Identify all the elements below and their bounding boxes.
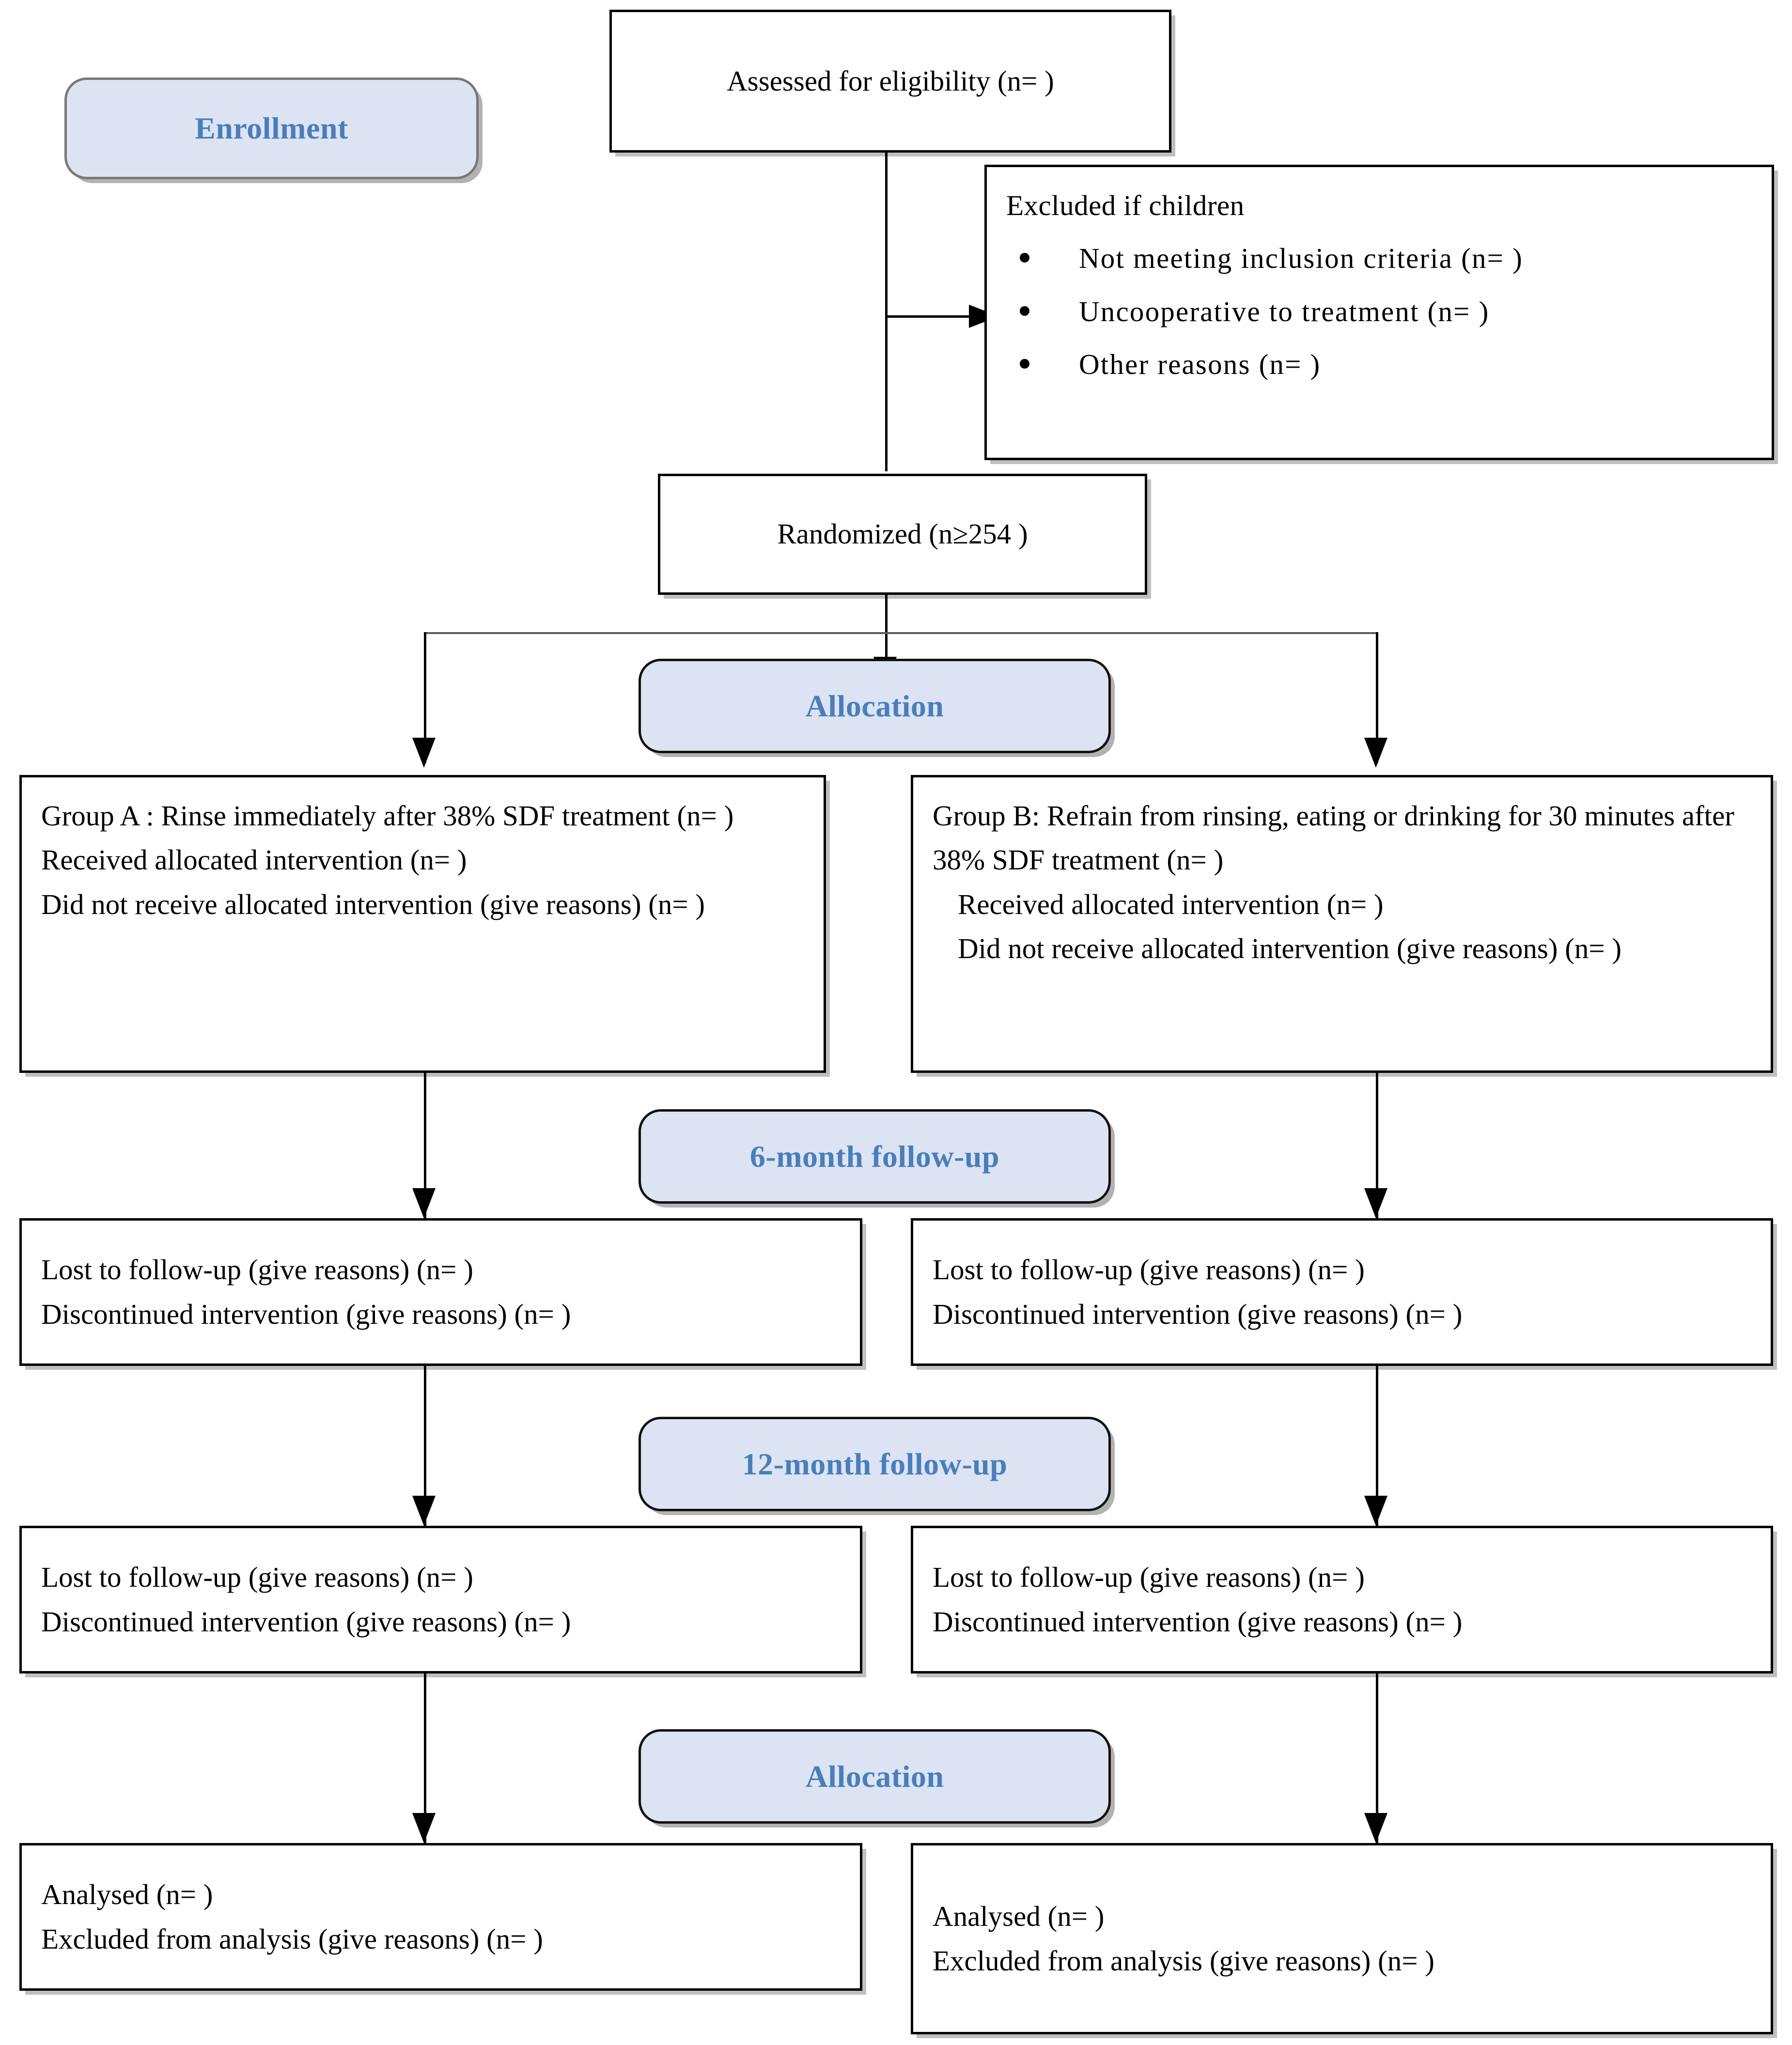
list-item: Other reasons (n= ) <box>1006 342 1752 387</box>
arrowhead-down-followup12-right <box>1364 1496 1387 1526</box>
excluded-reason-text: Uncooperative to treatment (n= ) <box>1079 295 1490 327</box>
node-followup6-left-line2: Discontinued intervention (give reasons)… <box>41 1298 571 1330</box>
node-followup12-right-line2: Discontinued intervention (give reasons)… <box>933 1605 1463 1638</box>
bullet-icon <box>1020 306 1029 316</box>
stage-badge-allocation: Allocation <box>639 659 1111 753</box>
stage-badge-analysis-label: Allocation <box>805 1759 944 1794</box>
stage-badge-6-month-follow-up-label: 6-month follow-up <box>749 1139 1000 1174</box>
node-analysed-left-line1: Analysed (n= ) <box>41 1878 213 1911</box>
excluded-reason-text: Not meeting inclusion criteria (n= ) <box>1079 242 1523 275</box>
node-followup6-right-line1: Lost to follow-up (give reasons) (n= ) <box>933 1254 1365 1286</box>
node-group-a-line2: Received allocated intervention (n= ) <box>41 844 467 876</box>
node-group-b-line1: Group B: Refrain from rinsing, eating or… <box>933 800 1742 876</box>
stage-badge-12-month-follow-up-label: 12-month follow-up <box>742 1446 1008 1481</box>
node-group-b-line3: Did not receive allocated intervention (… <box>958 932 1622 965</box>
node-excluded-heading: Excluded if children <box>1006 189 1245 221</box>
node-analysed-right-line1: Analysed (n= ) <box>933 1900 1105 1933</box>
node-followup12-right-line1: Lost to follow-up (give reasons) (n= ) <box>933 1561 1365 1594</box>
stage-badge-allocation-label: Allocation <box>805 688 944 723</box>
connector-followup12-to-analysed-left <box>424 1673 426 1843</box>
stage-badge-12-month-follow-up: 12-month follow-up <box>639 1417 1111 1511</box>
node-analysed-left: Analysed (n= ) Excluded from analysis (g… <box>19 1843 862 1991</box>
arrowhead-down-to-group-b <box>1364 738 1387 768</box>
connector-randomized-to-split <box>885 595 888 682</box>
excluded-reason-list: Not meeting inclusion criteria (n= ) Unc… <box>1006 236 1752 387</box>
bullet-icon <box>1020 359 1029 369</box>
connector-split-bus <box>424 632 1378 634</box>
arrowhead-down-to-group-a <box>412 738 436 768</box>
node-followup6-left-line1: Lost to follow-up (give reasons) (n= ) <box>41 1254 473 1286</box>
arrowhead-down-followup12-left <box>412 1496 436 1526</box>
bullet-icon <box>1020 253 1029 263</box>
stage-badge-enrollment-label: Enrollment <box>195 111 348 145</box>
node-assessed-for-eligibility: Assessed for eligibility (n= ) <box>609 10 1171 153</box>
connector-group-a-to-followup6 <box>424 1073 426 1218</box>
arrowhead-down-group-a-followup6 <box>412 1188 436 1218</box>
stage-badge-enrollment: Enrollment <box>64 77 479 179</box>
stage-badge-analysis: Allocation <box>639 1729 1111 1824</box>
node-analysed-left-line2: Excluded from analysis (give reasons) (n… <box>41 1922 543 1955</box>
node-analysed-right: Analysed (n= ) Excluded from analysis (g… <box>911 1843 1773 2034</box>
node-excluded-if-children: Excluded if children Not meeting inclusi… <box>984 165 1774 460</box>
connector-followup6-to-followup12-right <box>1376 1366 1378 1526</box>
node-group-b: Group B: Refrain from rinsing, eating or… <box>911 775 1773 1073</box>
node-followup12-right: Lost to follow-up (give reasons) (n= ) D… <box>911 1526 1773 1673</box>
node-followup6-right-line2: Discontinued intervention (give reasons)… <box>933 1298 1463 1330</box>
connector-split-to-group-a <box>424 632 426 763</box>
node-followup12-left: Lost to follow-up (give reasons) (n= ) D… <box>19 1526 862 1673</box>
node-assessed-for-eligibility-text: Assessed for eligibility (n= ) <box>727 64 1054 97</box>
node-analysed-right-line2: Excluded from analysis (give reasons) (n… <box>933 1944 1434 1977</box>
node-group-a: Group A : Rinse immediately after 38% SD… <box>19 775 826 1073</box>
node-group-a-line3: Did not receive allocated intervention (… <box>41 888 705 920</box>
node-group-a-line1: Group A : Rinse immediately after 38% SD… <box>41 800 734 832</box>
list-item: Uncooperative to treatment (n= ) <box>1006 290 1752 334</box>
excluded-reason-text: Other reasons (n= ) <box>1079 348 1321 381</box>
stage-badge-6-month-follow-up: 6-month follow-up <box>639 1109 1111 1204</box>
arrowhead-down-analysed-left <box>412 1813 436 1843</box>
node-randomized-text: Randomized (n≥254 ) <box>777 518 1028 550</box>
node-followup12-left-line1: Lost to follow-up (give reasons) (n= ) <box>41 1561 473 1594</box>
connector-group-b-to-followup6 <box>1376 1073 1378 1218</box>
arrowhead-down-group-b-followup6 <box>1364 1188 1387 1218</box>
connector-assessed-to-randomized <box>885 153 888 471</box>
connector-split-to-group-b <box>1376 632 1378 763</box>
node-followup6-left: Lost to follow-up (give reasons) (n= ) D… <box>19 1218 862 1366</box>
node-followup12-left-line2: Discontinued intervention (give reasons)… <box>41 1605 571 1638</box>
arrowhead-down-analysed-right <box>1364 1813 1387 1843</box>
node-followup6-right: Lost to follow-up (give reasons) (n= ) D… <box>911 1218 1773 1366</box>
connector-followup12-to-analysed-right <box>1376 1673 1378 1843</box>
list-item: Not meeting inclusion criteria (n= ) <box>1006 236 1752 280</box>
node-randomized: Randomized (n≥254 ) <box>658 474 1147 595</box>
connector-assessed-to-excluded <box>885 315 989 318</box>
node-group-b-line2: Received allocated intervention (n= ) <box>958 888 1384 920</box>
connector-followup6-to-followup12-left <box>424 1366 426 1526</box>
